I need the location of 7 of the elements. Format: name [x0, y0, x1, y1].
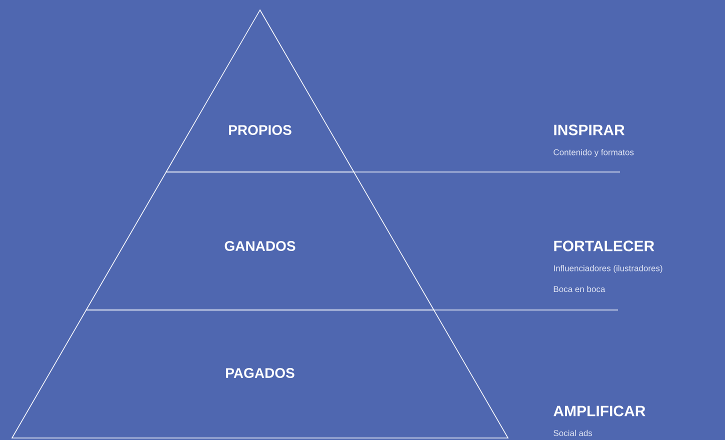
level-description: Social ads [554, 430, 592, 436]
level-heading: INSPIRAR [554, 124, 625, 136]
level-description: Boca en boca [554, 286, 606, 292]
level-description: Influenciadores (ilustradores) [554, 265, 662, 273]
level-description: Contenido y formatos [554, 149, 634, 157]
level-heading: AMPLIFICAR [554, 406, 646, 416]
level-heading: FORTALECER [554, 240, 654, 252]
